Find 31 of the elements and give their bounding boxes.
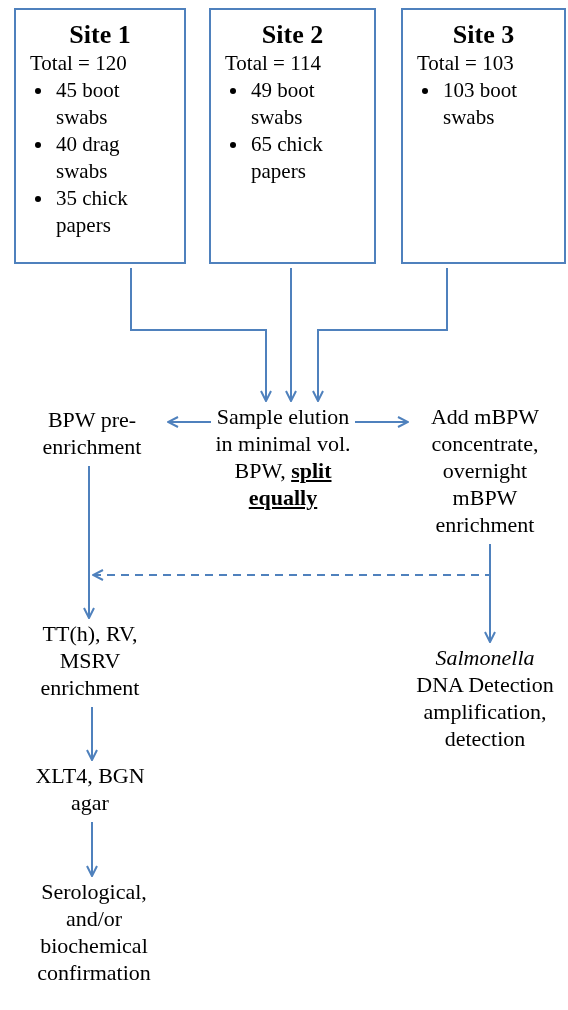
arrow xyxy=(167,416,212,428)
bullet-item: 49 boot swabs xyxy=(251,77,316,131)
arrow xyxy=(484,543,496,643)
step-text: Add mBPW concentrate, overnight mBPW enrichment xyxy=(429,403,541,538)
bullet-item: 103 boot swabs xyxy=(443,77,519,131)
site-box xyxy=(401,8,566,264)
step-text: Serological, and/or biochemical confirmation xyxy=(36,878,152,986)
arrow xyxy=(86,706,98,761)
site-heading: Site 1 xyxy=(68,20,132,50)
step-text: Sample elution in minimal vol. BPW, split equally xyxy=(214,403,352,511)
site-heading: Site 2 xyxy=(260,20,325,50)
arrow xyxy=(285,267,297,402)
site-box xyxy=(209,8,376,264)
sample-total: Total = 114 xyxy=(225,50,322,77)
sample-total: Total = 103 xyxy=(417,50,515,77)
step-text: XLT4, BGN agar xyxy=(34,762,146,816)
site-box xyxy=(14,8,186,264)
arrow xyxy=(86,821,98,877)
bullet-item: 65 chick papers xyxy=(251,131,324,185)
bullet-item: 35 chick papers xyxy=(56,185,129,239)
arrow xyxy=(83,465,95,619)
arrow xyxy=(312,267,448,402)
step-text: Salmonella DNA Detection amplification, detection xyxy=(415,644,555,752)
site-heading: Site 3 xyxy=(451,20,516,50)
arrow xyxy=(354,416,409,428)
step-text: BPW pre-enrichment xyxy=(41,406,143,460)
step-text: TT(h), RV, MSRV enrichment xyxy=(39,620,141,701)
arrow xyxy=(130,267,272,402)
sample-total: Total = 120 xyxy=(30,50,128,77)
bullet-item: 40 drag swabs xyxy=(56,131,121,185)
bullet-item: 45 boot swabs xyxy=(56,77,121,131)
